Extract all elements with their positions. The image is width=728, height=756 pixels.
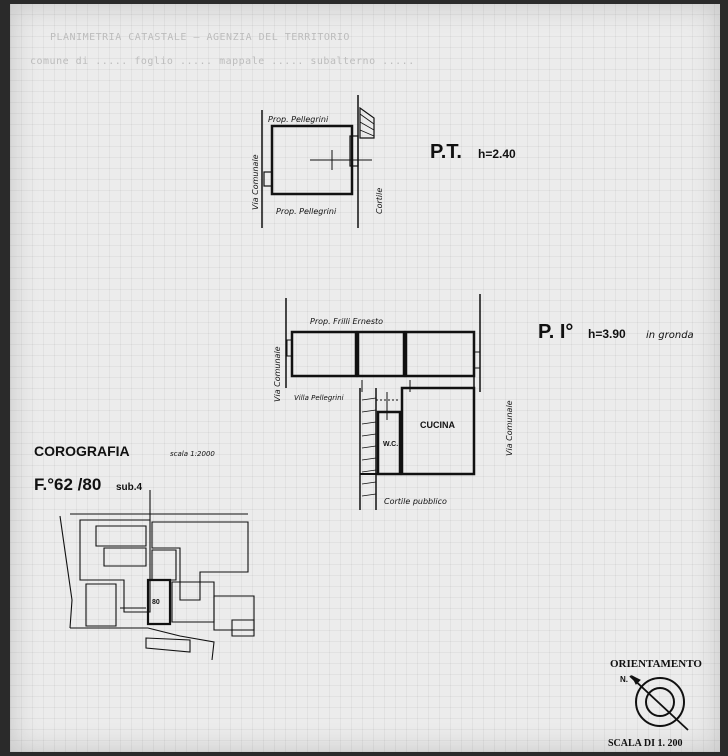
pt-height: h=2.40 xyxy=(478,147,516,161)
corografia-title: COROGRAFIA xyxy=(34,443,130,459)
p1-stairs xyxy=(359,388,377,510)
p1-kitchen xyxy=(400,386,476,476)
p1-label-left-bottom: Villa Pellegrini xyxy=(294,394,344,402)
corografia-parcel-80 xyxy=(146,578,172,626)
p1-room-1 xyxy=(290,330,358,378)
pt-label-bottom: Prop. Pellegrini xyxy=(276,207,337,216)
faded-header-line2: comune di ..... foglio ..... mappale ...… xyxy=(30,56,415,67)
corografia-map xyxy=(59,490,255,661)
p1-label-bottom: Cortile pubblico xyxy=(384,497,447,506)
pt-label-top: Prop. Pellegrini xyxy=(268,115,329,124)
p1-room-2 xyxy=(356,330,406,378)
pt-title: P.T. xyxy=(430,141,462,163)
p1-window-right xyxy=(473,351,481,369)
pt-label-left: Via Comunale xyxy=(251,154,260,210)
p1-height: h=3.90 xyxy=(588,327,626,341)
p1-label-right: Via Comunale xyxy=(505,400,514,456)
corografia-parcel-label: 80 xyxy=(152,599,160,606)
p1-wc-label: W.C. xyxy=(383,441,398,448)
pt-label-right: Cortile xyxy=(375,188,384,214)
p1-title: P. I° xyxy=(538,321,573,343)
p1-label-left: Via Comunale xyxy=(273,346,282,402)
p1-height-note: in gronda xyxy=(646,330,694,341)
pt-stairs xyxy=(359,106,375,139)
plan-p1 xyxy=(285,294,481,510)
orientation-north: N. xyxy=(620,675,628,684)
p1-stair-hatch xyxy=(361,397,377,497)
orientation-label: ORIENTAMENTO xyxy=(610,658,702,670)
compass-icon xyxy=(629,674,689,731)
p1-label-top: Prop. Frilli Ernesto xyxy=(310,317,383,326)
pt-door-right xyxy=(349,135,359,167)
p1-window-left xyxy=(286,339,293,357)
pt-door-left xyxy=(263,171,273,187)
p1-room-3 xyxy=(404,330,476,378)
corografia-sheet-ref: F.°62 /80 xyxy=(34,475,101,494)
plan-pt xyxy=(261,95,375,228)
corografia-sheet-suffix: sub.4 xyxy=(116,482,143,493)
faded-header-line1: PLANIMETRIA CATASTALE — AGENZIA DEL TERR… xyxy=(50,32,350,43)
p1-kitchen-label: CUCINA xyxy=(420,420,455,430)
drawing-sheet: PLANIMETRIA CATASTALE — AGENZIA DEL TERR… xyxy=(10,4,720,752)
corografia-scale: scala 1:2000 xyxy=(170,450,215,458)
scale-note: SCALA DI 1. 200 xyxy=(608,738,682,749)
